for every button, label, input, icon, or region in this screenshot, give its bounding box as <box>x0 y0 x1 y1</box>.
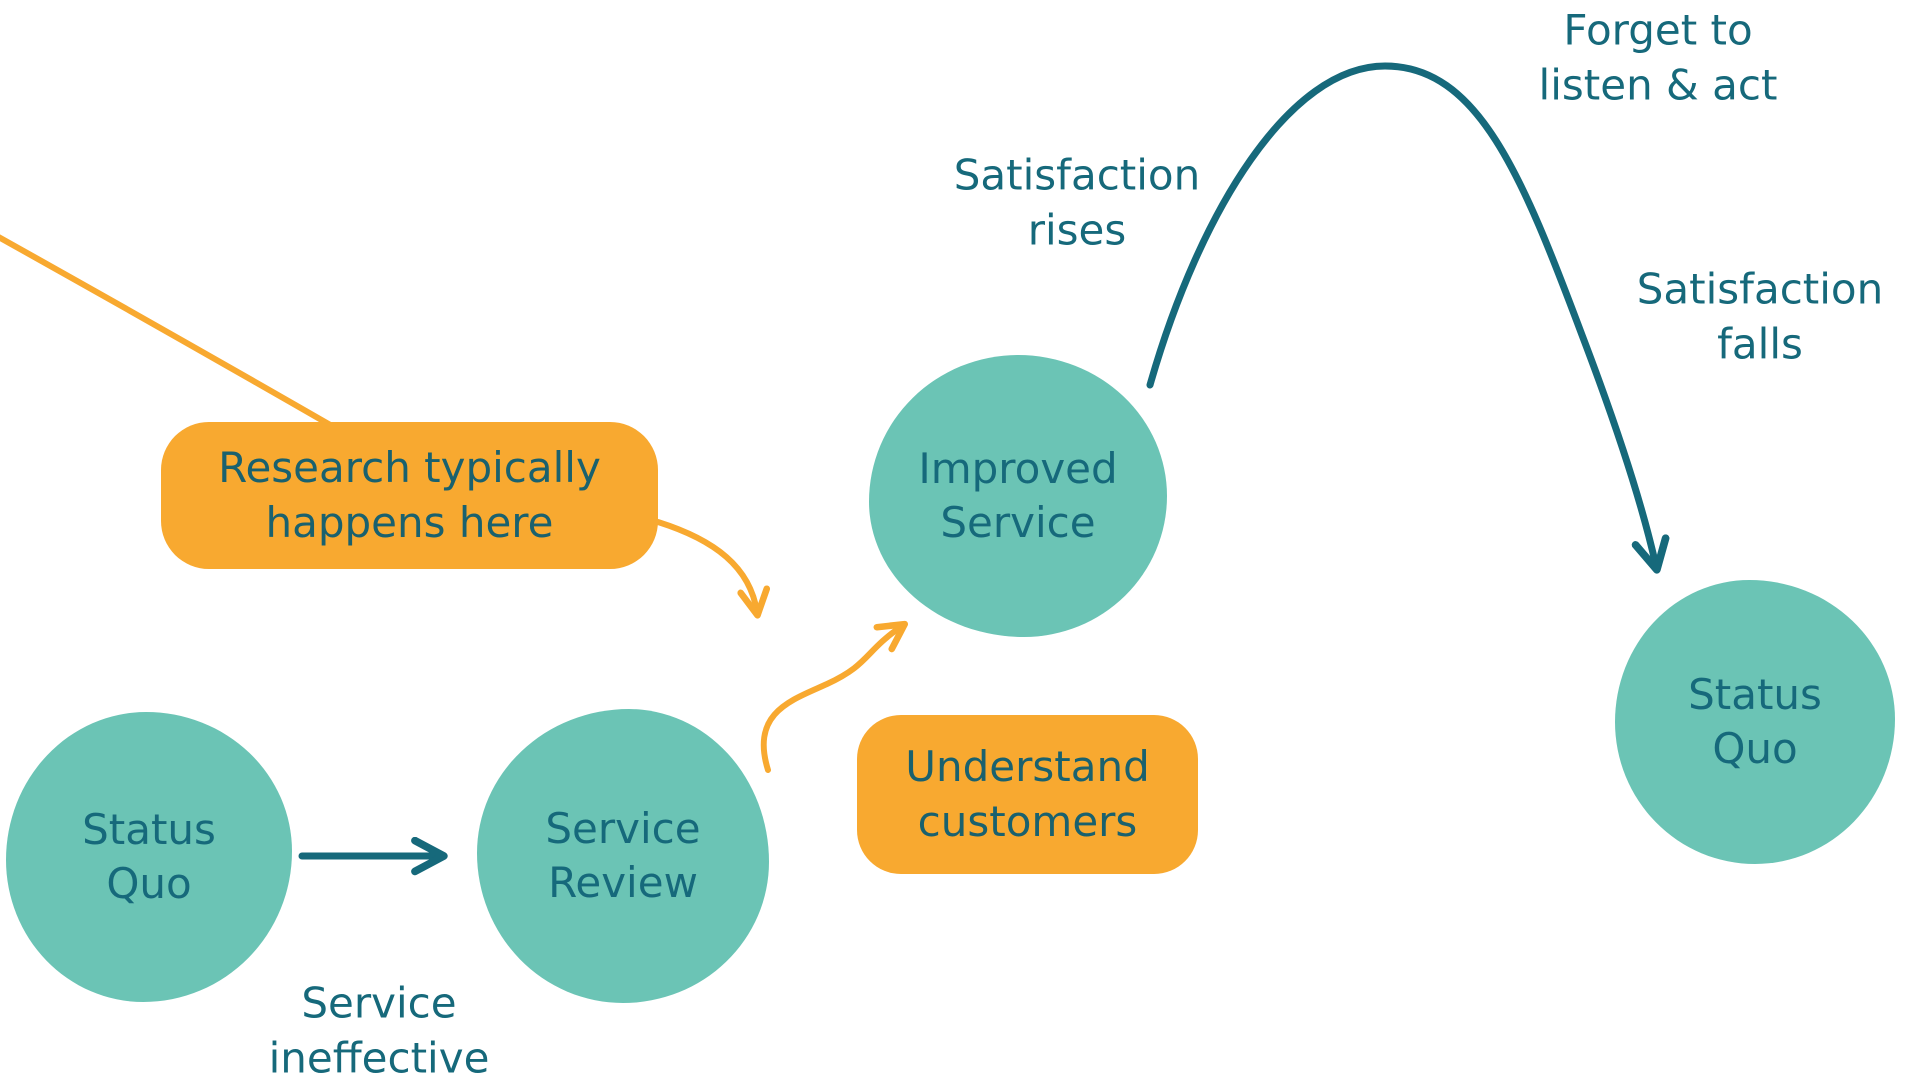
node-improved-service: Improved Service <box>869 355 1167 637</box>
node-service-review-label: Service Review <box>545 804 701 907</box>
node-status-quo-right: Status Quo <box>1615 580 1895 864</box>
node-status-quo-left: Status Quo <box>6 712 292 1002</box>
annotation-forget-to-listen: Forget to listen & act <box>1538 5 1778 109</box>
callout-understand-customers-label: Understand customers <box>905 741 1150 846</box>
node-service-review: Service Review <box>477 709 769 1003</box>
edge-research-callout-pointer <box>655 519 771 619</box>
edge-intro-line-to-research-callout <box>0 234 335 429</box>
annotation-satisfaction-falls: Satisfaction falls <box>1636 264 1884 368</box>
callout-research: Research typically happens here <box>161 422 658 569</box>
node-status-quo-right-label: Status Quo <box>1688 670 1822 773</box>
node-status-quo-left-label: Status Quo <box>82 805 216 908</box>
annotation-satisfaction-rises: Satisfaction rises <box>953 150 1201 254</box>
callout-understand-customers: Understand customers <box>857 715 1198 874</box>
edge-improved-service-to-status-quo <box>1146 62 1670 574</box>
annotation-service-ineffective: Service ineffective <box>268 978 490 1080</box>
edge-service-review-to-improved-service <box>760 620 909 773</box>
callout-research-label: Research typically happens here <box>218 442 601 547</box>
node-improved-service-label: Improved Service <box>918 444 1118 547</box>
